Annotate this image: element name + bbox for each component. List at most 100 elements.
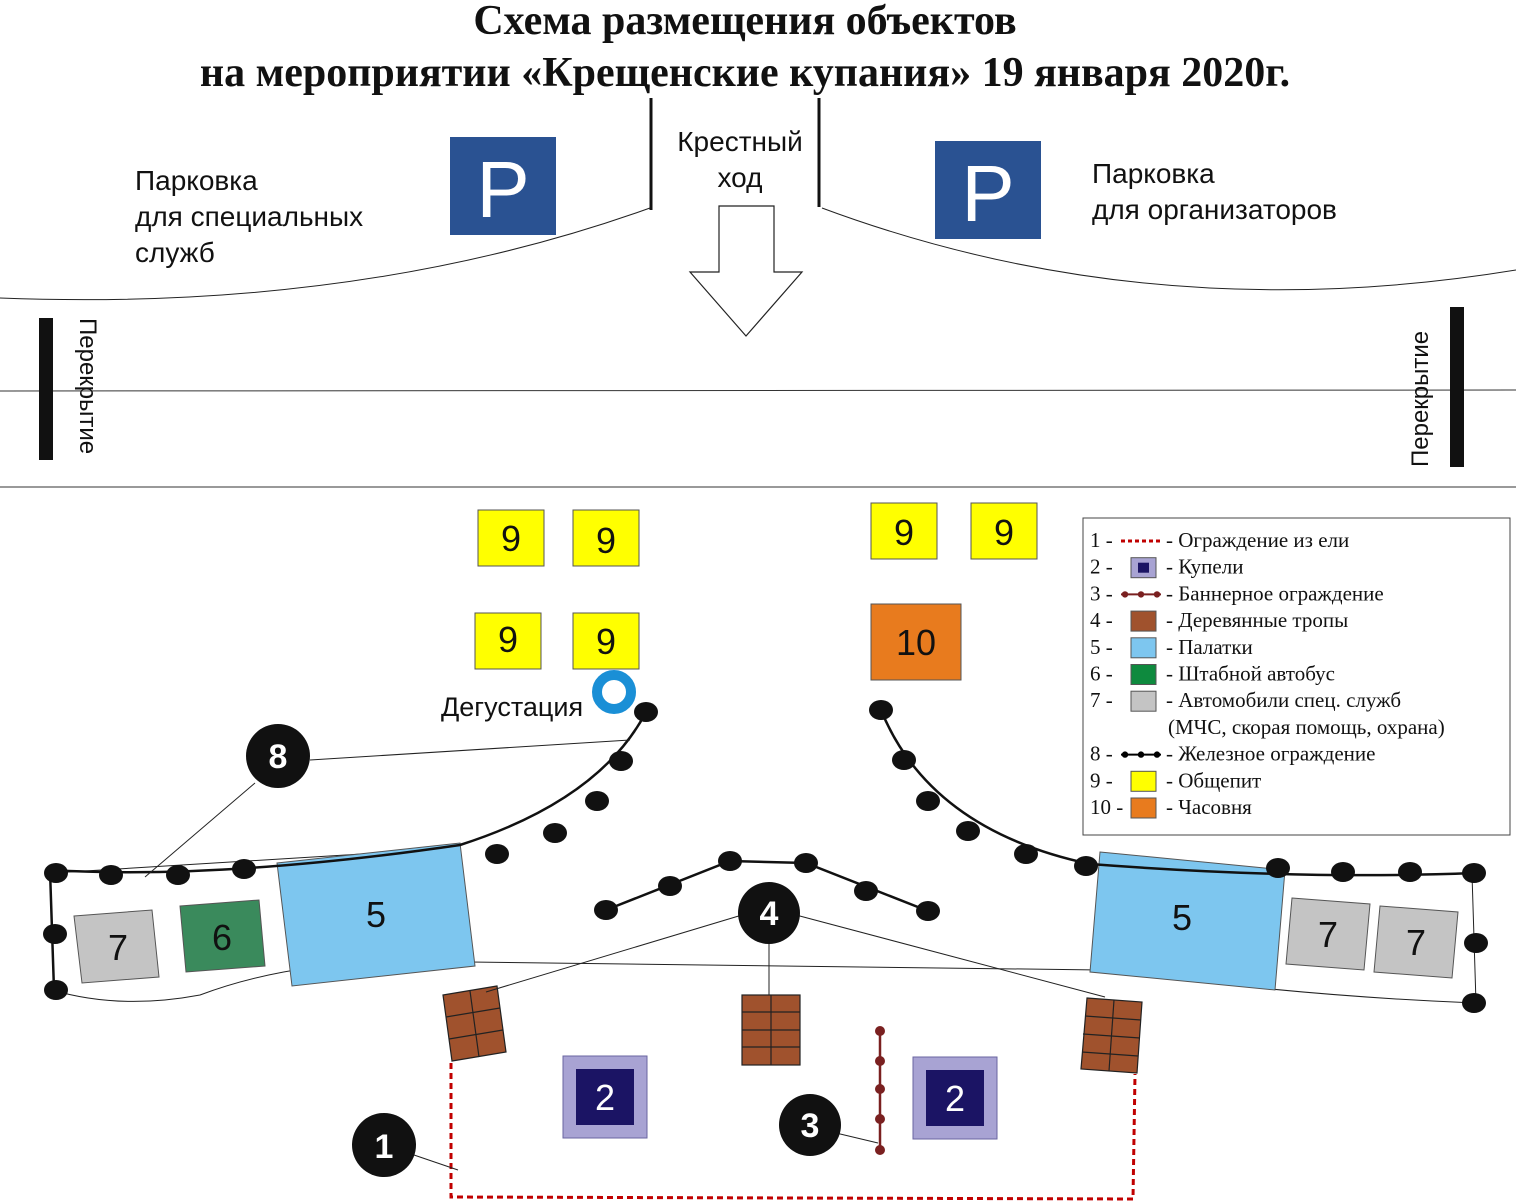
parking-symbol-left: P bbox=[476, 145, 529, 234]
callout-leaders bbox=[144, 739, 1106, 1171]
banner-post bbox=[875, 1145, 885, 1155]
callout-8-number: 8 bbox=[269, 738, 288, 776]
title-line-2: на мероприятии «Крещенские купания» 19 я… bbox=[200, 50, 1290, 96]
fence-post bbox=[43, 924, 67, 944]
service-car-number: 7 bbox=[1318, 914, 1338, 955]
wooden-walkway bbox=[442, 985, 507, 1062]
legend-item-number: 9 - bbox=[1090, 768, 1113, 792]
fence-post bbox=[232, 859, 256, 879]
food-stall-number: 9 bbox=[596, 520, 616, 561]
fence-post bbox=[44, 980, 68, 1000]
legend-item-number: 1 - bbox=[1090, 528, 1113, 552]
road-closure-bar-right bbox=[1450, 307, 1464, 467]
food-stall: 9 bbox=[474, 612, 542, 670]
tasting-marker-icon bbox=[592, 670, 636, 714]
legend-swatch-dot bbox=[1153, 591, 1161, 598]
legend-item: 5 -- Палатки bbox=[1090, 635, 1253, 659]
food-stall-number: 9 bbox=[596, 621, 616, 662]
chapel: 10 bbox=[870, 603, 962, 681]
fence-post bbox=[1398, 862, 1422, 882]
fence-post bbox=[166, 865, 190, 885]
road-closure-bar-left bbox=[39, 318, 53, 460]
fence-post bbox=[794, 853, 818, 873]
fence-post bbox=[1462, 993, 1486, 1013]
fence-post bbox=[869, 700, 893, 720]
food-stall: 9 bbox=[870, 502, 938, 560]
legend-item-label: - Купели bbox=[1166, 555, 1243, 579]
fence-post bbox=[44, 863, 68, 883]
fence-post bbox=[99, 865, 123, 885]
legend-swatch-dot bbox=[1137, 751, 1145, 758]
iron-fence-left bbox=[48, 711, 648, 991]
fence-post bbox=[1462, 863, 1486, 883]
tasting-label: Дегустация bbox=[441, 692, 583, 722]
fence-post bbox=[1014, 844, 1038, 864]
baptismal-font-number: 2 bbox=[945, 1078, 965, 1119]
parking-right-line-1: Парковка bbox=[1092, 158, 1215, 189]
parking-left-line-3: служб bbox=[135, 237, 215, 268]
food-stall-number: 9 bbox=[501, 518, 521, 559]
legend-item-label: - Автомобили спец. служб bbox=[1166, 688, 1401, 712]
legend-item-number: 10 - bbox=[1090, 795, 1123, 819]
callout-4: 4 bbox=[738, 882, 800, 944]
road-closure-label-left: Перекрытие bbox=[74, 318, 101, 454]
legend-swatch-dot bbox=[1121, 751, 1129, 758]
legend-item-number: 4 - bbox=[1090, 608, 1113, 632]
title-line-1: Схема размещения объектов bbox=[473, 0, 1016, 44]
legend-swatch bbox=[1130, 664, 1157, 685]
road-closure-label-right: Перекрытие bbox=[1407, 331, 1434, 467]
fence-post bbox=[609, 751, 633, 771]
parking-left-line-2: для специальных bbox=[135, 201, 363, 232]
legend-item-label: - Часовня bbox=[1166, 795, 1252, 819]
fence-post bbox=[1464, 933, 1488, 953]
service-car: 7 bbox=[1373, 905, 1459, 979]
legend-item-number: 8 - bbox=[1090, 742, 1113, 766]
parking-symbol-right: P bbox=[961, 149, 1014, 238]
legend-item-number: 6 - bbox=[1090, 662, 1113, 686]
legend-item-number: 7 - bbox=[1090, 688, 1113, 712]
legend-swatch-dot bbox=[1121, 591, 1129, 598]
fence-post bbox=[1331, 862, 1355, 882]
callout-1: 1 bbox=[352, 1113, 416, 1177]
iron-fence-right bbox=[879, 709, 1475, 877]
tent: 5 bbox=[276, 842, 476, 987]
callout-3-number: 3 bbox=[801, 1107, 820, 1145]
spruce-fence bbox=[449, 1063, 1137, 1201]
legend-item: 6 - - Штабной автобус bbox=[1090, 662, 1335, 686]
callout-3: 3 bbox=[779, 1094, 841, 1156]
fence-post bbox=[634, 702, 658, 722]
parking-left-line-1: Парковка bbox=[135, 165, 258, 196]
banner-post bbox=[875, 1056, 885, 1066]
legend-item: 4 - - Деревянные тропы bbox=[1090, 608, 1348, 632]
food-stall: 9 bbox=[477, 509, 545, 567]
legend-item-label: - Общепит bbox=[1166, 768, 1261, 792]
banner-post bbox=[875, 1084, 885, 1094]
parking-right-boundary bbox=[821, 207, 1516, 291]
fence-post bbox=[916, 791, 940, 811]
callout-1-number: 1 bbox=[375, 1128, 394, 1166]
legend-swatch bbox=[1130, 770, 1157, 792]
legend-item-label: - Деревянные тропы bbox=[1166, 608, 1348, 632]
legend-item-label: - Ограждение из ели bbox=[1166, 528, 1349, 552]
baptismal-font-number: 2 bbox=[595, 1077, 615, 1118]
food-stall-number: 9 bbox=[994, 512, 1014, 553]
legend-item-label: (МЧС, скорая помощь, охрана) bbox=[1168, 715, 1445, 739]
wooden-walkway bbox=[1080, 997, 1143, 1074]
procession-label-line-1: Крестный bbox=[677, 126, 803, 157]
legend-swatch bbox=[1130, 797, 1157, 819]
fence-post bbox=[718, 851, 742, 871]
tent-number: 5 bbox=[1172, 897, 1192, 938]
legend-swatch-inner bbox=[1138, 562, 1149, 573]
parking-left-label: Парковка для специальных служб bbox=[135, 165, 363, 268]
procession-arrow-icon bbox=[688, 205, 804, 337]
service-car-number: 7 bbox=[1406, 922, 1426, 963]
legend-item-label: - Железное ограждение bbox=[1166, 742, 1375, 766]
callout-4-number: 4 bbox=[760, 895, 779, 933]
food-stall-number: 9 bbox=[498, 619, 518, 660]
tent: 5 bbox=[1089, 851, 1286, 991]
banner-fence bbox=[875, 1026, 885, 1155]
legend-item-label: - Штабной автобус bbox=[1166, 662, 1335, 686]
fence-post bbox=[916, 901, 940, 921]
headquarters-bus-number: 6 bbox=[212, 917, 232, 958]
iron-fence-posts bbox=[43, 700, 1488, 1013]
